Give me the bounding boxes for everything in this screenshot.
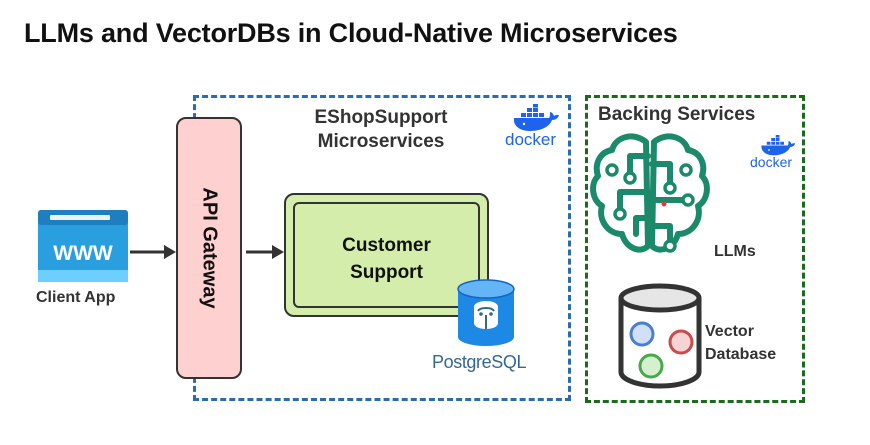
customer-support-label: Customer Support [342, 235, 431, 283]
postgresql-icon [457, 279, 515, 346]
docker-label: docker [505, 130, 557, 149]
llms-label: LLMs [714, 243, 756, 260]
api-gateway-box: API Gateway [176, 117, 242, 379]
client-app-label: Client App [36, 289, 116, 306]
brain-circuit-icon [590, 133, 710, 253]
vector-database-label: Vector Database [705, 323, 777, 363]
customer-support-box [284, 193, 489, 317]
postgresql-label: PostgreSQL [432, 352, 527, 372]
page-title: LLMs and VectorDBs in Cloud-Native Micro… [24, 18, 678, 48]
api-gateway-label: API Gateway [198, 187, 221, 309]
docker-label: docker [750, 154, 793, 170]
browser-icon: WWW [38, 210, 128, 282]
docker-whale-icon [761, 135, 796, 156]
vector-database-icon [618, 283, 702, 389]
arrow-client-to-gateway-head [164, 245, 176, 259]
arrow-gateway-to-service-head [272, 245, 284, 259]
microservices-title: EShopSupport Microservices [314, 107, 448, 152]
backing-services-boundary [585, 95, 805, 403]
customer-support-inner-frame [293, 202, 480, 308]
svg-text:WWW: WWW [53, 242, 113, 265]
docker-whale-icon [513, 104, 559, 131]
backing-services-title: Backing Services [598, 104, 756, 125]
